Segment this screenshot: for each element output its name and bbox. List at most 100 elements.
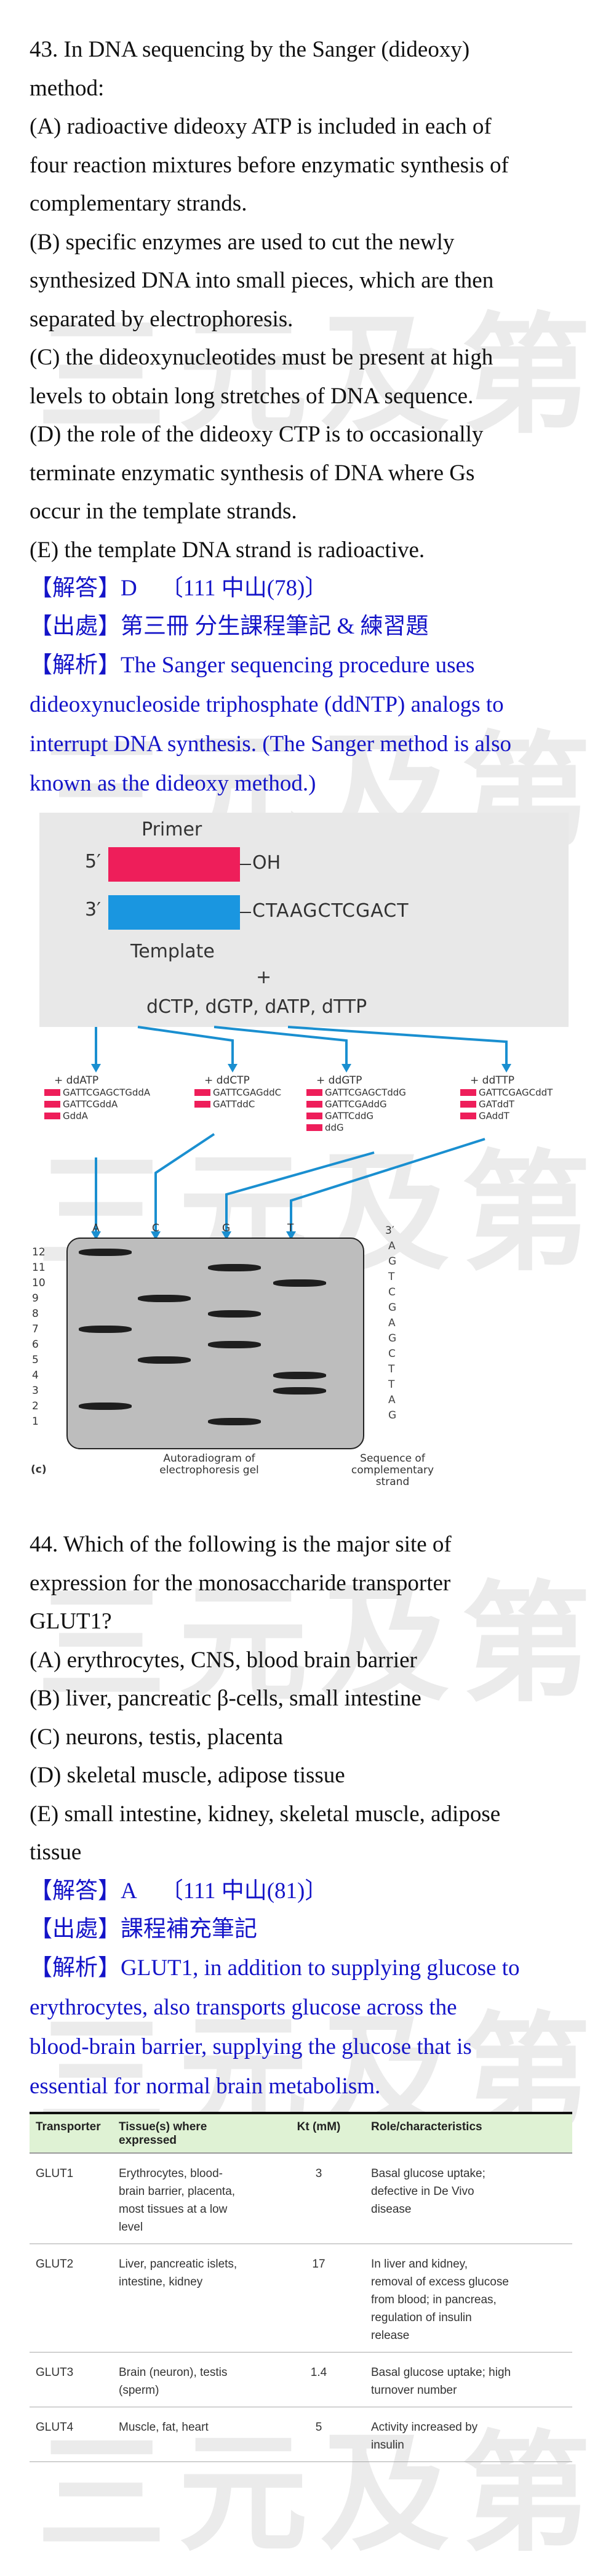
- panel-tag: (c): [31, 1463, 47, 1476]
- q44-line: (D) skeletal muscle, adipose tissue: [30, 1763, 345, 1788]
- document-page: 三元及第 三元及第 三元及第 三元及第 三元及第 三元及第 43. In DNA…: [30, 37, 603, 2569]
- primer-swatch: [44, 1089, 60, 1096]
- band-number: 9: [32, 1292, 39, 1305]
- primer-swatch: [460, 1100, 476, 1108]
- gel-band: [208, 1341, 261, 1348]
- band-number: 4: [32, 1369, 39, 1382]
- q44-answer: 【解答】A〔111 中山(81)〕: [30, 1872, 583, 1910]
- band-number: 10: [32, 1277, 46, 1289]
- fragment-row: GATTCGAGCddT: [460, 1087, 553, 1098]
- cell-line: Basal glucose uptake; high: [371, 2366, 511, 2379]
- sequence-letter: C: [388, 1348, 396, 1360]
- template-tick: [240, 912, 251, 913]
- fragment-row: GATTCddG: [306, 1110, 406, 1122]
- cell-tissue: Brain (neuron), testis(sperm): [113, 2352, 273, 2407]
- template-label: Template: [130, 941, 215, 962]
- cell-line: Activity increased by: [371, 2421, 478, 2434]
- fragment-row: GATTCGAGCTGddA: [44, 1087, 150, 1098]
- band-number: 8: [32, 1308, 39, 1320]
- primer-swatch: [194, 1089, 210, 1096]
- band-number: 12: [32, 1246, 46, 1258]
- cell-line: brain barrier, placenta,: [119, 2185, 236, 2198]
- cell-line: Basal glucose uptake;: [371, 2167, 485, 2180]
- sequence-letter: G: [388, 1255, 397, 1268]
- q44-line: (C) neurons, testis, placenta: [30, 1724, 284, 1750]
- gel-band: [138, 1356, 191, 1364]
- sequence-letter: T: [388, 1271, 395, 1283]
- primer-tick: [240, 864, 251, 865]
- gel-band: [273, 1372, 326, 1379]
- sequence-top-label: 3′: [385, 1225, 394, 1237]
- q43-line: 43. In DNA sequencing by the Sanger (did…: [30, 37, 470, 62]
- q43-line: synthesized DNA into small pieces, which…: [30, 268, 494, 293]
- cell-transporter: GLUT1: [30, 2153, 113, 2244]
- gel-band: [138, 1295, 191, 1302]
- header-role: Role/characteristics: [365, 2112, 572, 2154]
- cell-line: Brain (neuron), testis: [119, 2366, 228, 2379]
- q44-line: 44. Which of the following is the major …: [30, 1532, 452, 1557]
- fragment-sequence: GATTCGAGCTddG: [325, 1087, 406, 1098]
- answer-label: 【解答】D: [30, 576, 137, 601]
- cell-role: Basal glucose uptake; high turnover numbe…: [365, 2352, 572, 2407]
- sanger-figure: Primer 5′ OH 3′ CTAAGCTCGACT Template + …: [30, 813, 603, 1496]
- fragment-sequence: GddA: [63, 1110, 88, 1122]
- q44-line: tissue: [30, 1840, 82, 1865]
- band-number: 7: [32, 1323, 39, 1335]
- sequence-letter: A: [388, 1317, 396, 1329]
- sequence-letter: G: [388, 1332, 397, 1345]
- fragment-sequence: GATTCddG: [325, 1110, 374, 1122]
- q44-line: GLUT1?: [30, 1609, 112, 1634]
- cell-kt: 17: [273, 2244, 365, 2353]
- arrow-lane-c: [154, 1133, 215, 1233]
- fragment-row: GddA: [44, 1110, 150, 1122]
- fragment-sequence: GATTddC: [213, 1098, 255, 1110]
- q43-line: (E) the template DNA strand is radioacti…: [30, 537, 425, 563]
- gel-band: [273, 1387, 326, 1395]
- sequence-letter: A: [388, 1240, 396, 1252]
- cell-line: regulation of insulin: [371, 2311, 472, 2324]
- table-header-row: Transporter Tissue(s) where expressed Kt…: [30, 2112, 572, 2154]
- q44-line: (B) liver, pancreatic β-cells, small int…: [30, 1686, 421, 1711]
- fragment-sequence: GATTCGAGCTGddA: [63, 1087, 151, 1098]
- fragment-row: GATTCGAGddC: [194, 1087, 281, 1098]
- arrow-lane-g: [225, 1151, 375, 1233]
- arrow-to-ddctp: [137, 1026, 234, 1065]
- cell-line: release: [371, 2329, 410, 2342]
- q43-line: occur in the template strands.: [30, 499, 297, 524]
- cell-tissue: Muscle, fat, heart: [113, 2407, 273, 2462]
- header-transporter: Transporter: [30, 2112, 113, 2154]
- cell-line: turnover number: [371, 2384, 457, 2397]
- sequence-letter: C: [388, 1286, 396, 1298]
- cell-role: Basal glucose uptake; defective in De Viv…: [365, 2153, 572, 2244]
- primer-label: Primer: [142, 819, 202, 840]
- fragment-sequence: GAddT: [479, 1110, 509, 1122]
- primer-swatch: [194, 1100, 210, 1108]
- template-sequence: CTAAGCTCGACT: [252, 900, 409, 922]
- cell-kt: 5: [273, 2407, 365, 2462]
- gel-band: [208, 1264, 261, 1271]
- gel-band: [79, 1403, 132, 1410]
- q44-source: 【出處】課程補充筆記: [30, 1916, 257, 1942]
- fragment-sequence: ddG: [325, 1122, 344, 1133]
- band-number: 1: [32, 1415, 39, 1428]
- gel-band: [208, 1418, 261, 1425]
- cell-tissue: Liver, pancreatic islets,intestine, kidn…: [113, 2244, 273, 2353]
- cell-line: In liver and kidney,: [371, 2258, 468, 2271]
- q43-answer: 【解答】D〔111 中山(78)〕: [30, 570, 583, 608]
- q43-line: levels to obtain long stretches of DNA s…: [30, 383, 474, 409]
- band-number: 3: [32, 1385, 39, 1397]
- cell-line: intestine, kidney: [119, 2276, 203, 2288]
- q43-source: 【出處】第三冊 分生課程筆記 & 練習題: [30, 614, 429, 639]
- sequence-letter: G: [388, 1409, 397, 1422]
- primer-swatch: [306, 1089, 322, 1096]
- q43-explanation-line: known as the dideoxy method.): [30, 771, 316, 796]
- cell-line: from blood; in pancreas,: [371, 2293, 497, 2306]
- reaction-mix-heading: + ddCTP: [204, 1074, 250, 1087]
- gel-band: [79, 1326, 132, 1333]
- cell-line: defective in De Vivo: [371, 2185, 474, 2198]
